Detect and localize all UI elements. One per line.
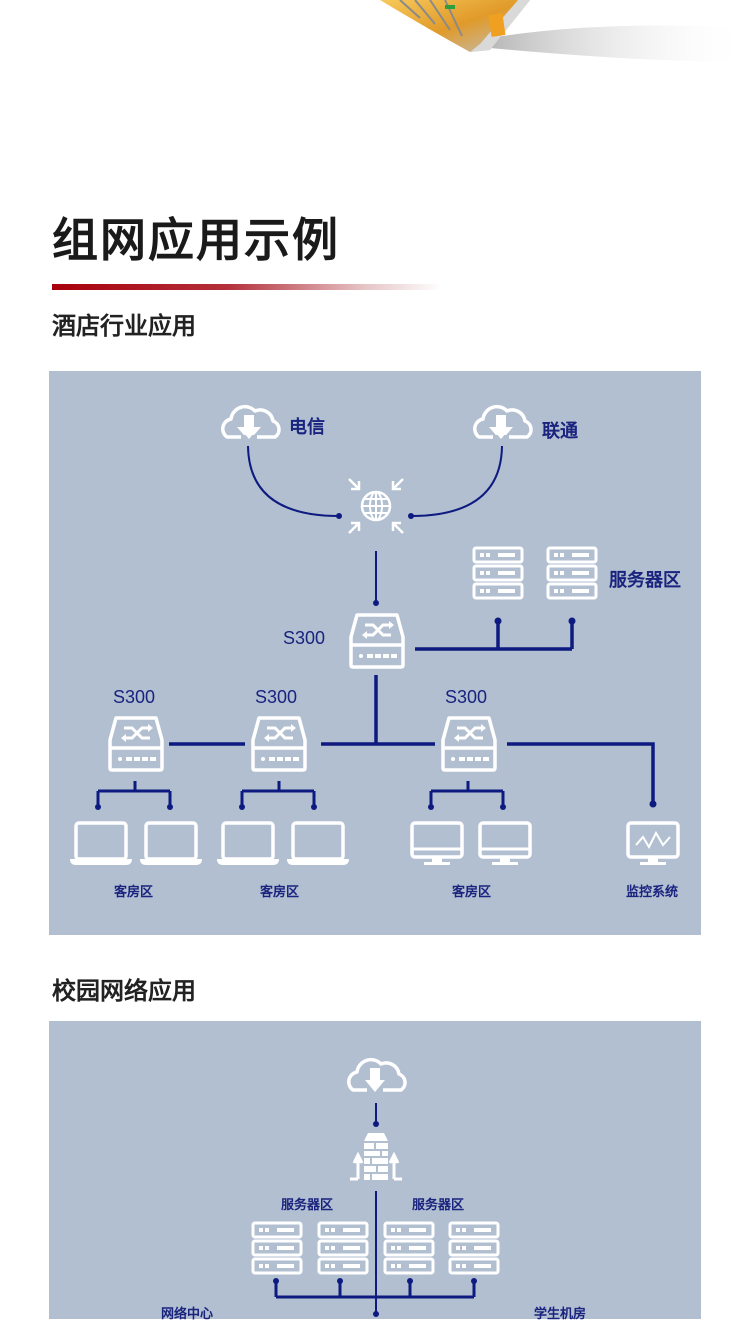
- section-title: 组网应用示例: [52, 213, 340, 267]
- server-icon: [383, 1221, 435, 1275]
- zone-label-guest-room-2: 客房区: [260, 885, 300, 900]
- desktop-monitor-icon: [478, 821, 532, 867]
- access-switch-label-1: S300: [113, 687, 156, 707]
- globe-internet-icon: [348, 478, 404, 534]
- cloud-download-icon-telecom: [221, 404, 281, 443]
- access-switch-label-2: S300: [255, 687, 298, 707]
- link-unicom-to-internet: [410, 445, 503, 517]
- desktop-monitor-icon: [410, 821, 464, 867]
- zone-label-guest-room-3: 客房区: [452, 885, 492, 900]
- monitoring-screen-icon: [626, 821, 680, 867]
- laptop-icon: [215, 821, 281, 867]
- firewall-icon: [350, 1133, 402, 1181]
- laptop-icon: [68, 821, 134, 867]
- link-telecom-to-internet: [247, 445, 340, 517]
- campus-subtitle: 校园网络应用: [52, 977, 196, 1005]
- network-center-label: 网络中心: [161, 1307, 214, 1322]
- hotel-subtitle: 酒店行业应用: [52, 312, 196, 340]
- server-zone-label-right: 服务器区: [412, 1198, 465, 1213]
- access-switch-icon: [441, 716, 497, 772]
- cloud-download-icon-unicom: [473, 404, 533, 443]
- access-switch-icon: [251, 716, 307, 772]
- server-icon: [546, 546, 598, 600]
- zone-label-guest-room-1: 客房区: [114, 885, 154, 900]
- server-icon: [251, 1221, 303, 1275]
- product-image: [380, 0, 750, 63]
- access-switch-label-3: S300: [445, 687, 488, 707]
- server-icon: [317, 1221, 369, 1275]
- hotel-network-diagram: 电信 联通 服务器区 S300 S300 S300 S300 客房区 客房区 客…: [49, 371, 701, 935]
- campus-network-diagram: 服务器区 服务器区 网络中心 学生机房: [49, 1021, 701, 1322]
- student-lab-label: 学生机房: [534, 1307, 587, 1322]
- isp-label-unicom: 联通: [542, 421, 578, 442]
- isp-label-telecom: 电信: [289, 417, 325, 438]
- server-icon: [448, 1221, 500, 1275]
- core-switch-icon: [349, 613, 405, 669]
- access-switch-icon: [108, 716, 164, 772]
- server-zone-label: 服务器区: [609, 570, 681, 591]
- laptop-icon: [285, 821, 351, 867]
- core-switch-label: S300: [283, 628, 326, 648]
- cloud-download-icon: [347, 1057, 407, 1096]
- laptop-icon: [138, 821, 204, 867]
- title-underline-bar: [52, 284, 442, 290]
- server-zone-label-left: 服务器区: [281, 1198, 334, 1213]
- zone-label-monitoring: 监控系统: [626, 885, 679, 900]
- server-icon: [472, 546, 524, 600]
